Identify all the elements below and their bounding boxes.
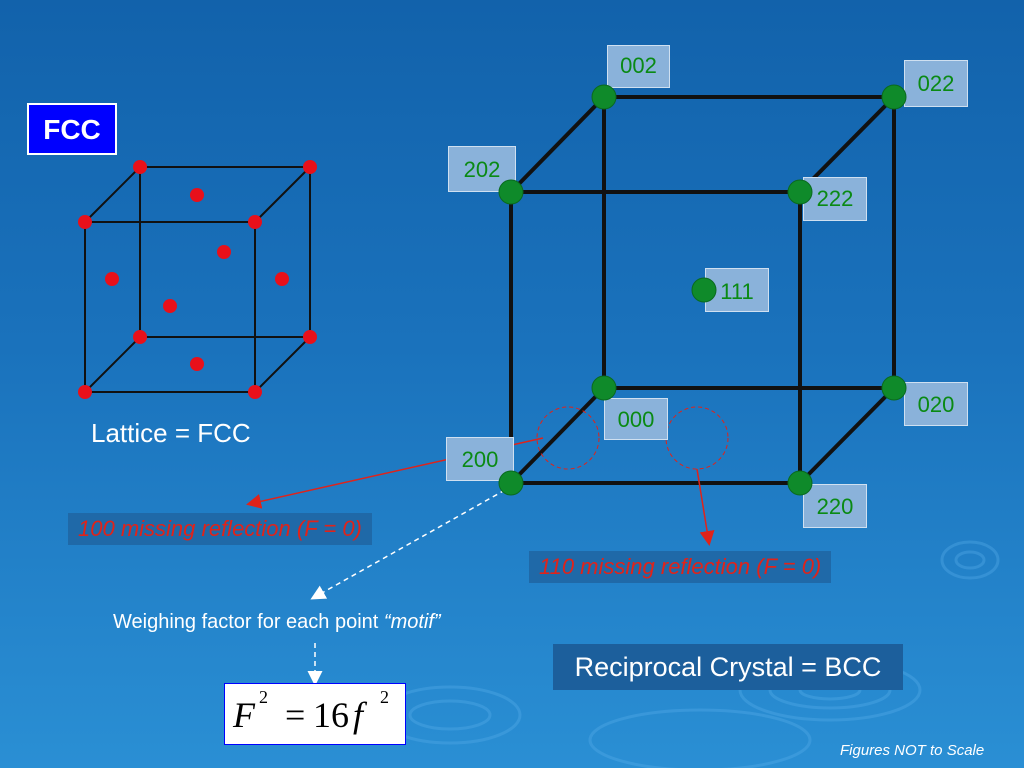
label-220: 220 (803, 484, 867, 528)
fcc-badge: FCC (27, 103, 117, 155)
missing-110-circle (665, 406, 729, 470)
reciprocal-cube (509, 95, 896, 485)
lattice-point (78, 385, 92, 399)
fcc-lattice-cube (84, 166, 311, 393)
formula-rhs-exponent: 2 (380, 687, 389, 707)
motif-text: “motif” (383, 611, 441, 633)
face-center-point (105, 272, 119, 286)
face-center-point (217, 245, 231, 259)
label-200: 200 (446, 437, 514, 481)
label-020: 020 (904, 382, 968, 426)
formula-lhs: F (233, 695, 255, 735)
formula-coefficient: 16 (313, 695, 349, 735)
fcc-lattice-points (78, 160, 317, 399)
weighing-factor-text: Weighing factor for each point “motif” (113, 611, 441, 634)
formula-lhs-exponent: 2 (259, 687, 268, 707)
arrow-110 (696, 468, 715, 546)
face-center-point (190, 357, 204, 371)
lattice-point (248, 385, 262, 399)
arrow-motif (310, 489, 506, 600)
label-222: 222 (803, 177, 867, 221)
formula-rhs: f (353, 695, 364, 735)
lattice-point (133, 330, 147, 344)
label-202: 202 (448, 146, 516, 192)
face-center-point (275, 272, 289, 286)
lattice-point (133, 160, 147, 174)
missing-reflection-markers (536, 406, 729, 470)
reciprocal-crystal-label: Reciprocal Crystal = BCC (553, 644, 903, 690)
footnote: Figures NOT to Scale (840, 742, 985, 759)
lattice-point (303, 330, 317, 344)
label-022: 022 (904, 60, 968, 107)
weighing-text: Weighing factor for each point (113, 611, 384, 633)
face-center-point (190, 188, 204, 202)
lattice-point (303, 160, 317, 174)
missing-100-label: 100 missing reflection (F = 0) (68, 513, 372, 545)
formula-equals: = (285, 695, 306, 735)
missing-110-label: 110 missing reflection (F = 0) (529, 551, 832, 583)
structure-factor-formula: F 2 = 16 f 2 (224, 683, 406, 745)
face-center-point (163, 299, 177, 313)
label-002: 002 (607, 45, 670, 88)
label-111: 111 (705, 268, 769, 312)
lattice-point (248, 215, 262, 229)
label-000: 000 (604, 398, 668, 440)
lattice-label: Lattice = FCC (91, 418, 251, 448)
lattice-point (78, 215, 92, 229)
missing-100-circle (536, 406, 600, 470)
